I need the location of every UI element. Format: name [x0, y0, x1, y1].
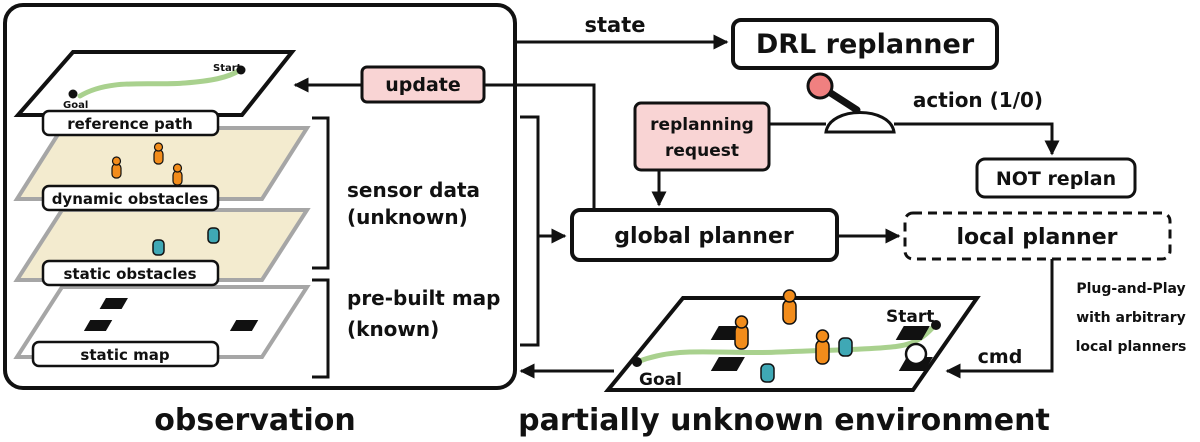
env-static-obstacle-icon [838, 337, 853, 357]
global-planner-label: global planner [614, 224, 794, 249]
path-goal-label: Goal [63, 100, 88, 111]
drl-replanner-node [731, 18, 999, 70]
replanning-request-sub: request [665, 141, 739, 161]
plug-and-play-line1: Plug-and-Play [1076, 281, 1185, 297]
environment-title: partially unknown environment [518, 403, 1050, 438]
joystick-icon [806, 72, 896, 134]
env-dynamic-obstacle-icon [734, 315, 749, 350]
env-dynamic-obstacle-icon [782, 289, 797, 325]
state-label: state [585, 13, 646, 37]
reference-path-label-box [41, 109, 220, 137]
dynamic-obstacle-icon [153, 142, 164, 165]
prebuilt-map-sub: (known) [347, 317, 439, 341]
cmd-arrow [945, 259, 1054, 379]
robot-icon [904, 342, 928, 366]
dynamic-obstacle-icon [111, 156, 122, 179]
env-start-marker [931, 320, 941, 330]
static-map-label-box [31, 340, 220, 368]
local-planner-node [903, 211, 1172, 261]
env-dynamic-obstacle-icon [815, 329, 830, 365]
drl-replanner-label: DRL replanner [756, 29, 975, 60]
sensor-data-sub: (unknown) [347, 205, 468, 229]
dynamic-obstacles-label: dynamic obstacles [52, 190, 209, 208]
update-label: update [385, 74, 461, 96]
env-goal-marker [632, 357, 642, 367]
static-obstacles-label-box [41, 259, 220, 287]
map-block [99, 298, 128, 309]
local-planner-label: local planner [957, 225, 1118, 250]
update-box [360, 65, 486, 104]
map-block [229, 320, 259, 331]
env-start-label: Start [886, 307, 934, 327]
static-map-label: static map [80, 346, 169, 364]
replanning-request-box [633, 101, 771, 172]
prebuilt-map-label: pre-built map [347, 286, 501, 310]
not-replan-node [975, 157, 1137, 199]
plug-and-play-line3: local planners [1076, 339, 1187, 355]
dynamic-obstacle-icon [172, 163, 183, 186]
dynamic-obstacles-label-box [41, 184, 220, 212]
static-obstacle-icon [152, 239, 165, 256]
static-obstacles-label: static obstacles [63, 265, 196, 283]
reference-path-label: reference path [67, 115, 193, 133]
observation-title: observation [154, 403, 355, 438]
path-start-marker [236, 65, 246, 75]
env-map-block [710, 357, 745, 371]
prebuilt-map-brace [312, 278, 330, 379]
dynamic-obstacles-layer [13, 126, 311, 201]
env-static-obstacle-icon [760, 363, 775, 383]
path-start-label: Start [213, 63, 242, 74]
action-arrow [894, 122, 1060, 156]
env-goal-label: Goal [639, 370, 682, 390]
sensor-data-brace [312, 116, 330, 270]
reference-path-line [77, 67, 243, 99]
sensor-data-label: sensor data [347, 178, 480, 202]
env-map-block [895, 326, 930, 340]
map-block [83, 320, 113, 331]
cmd-label: cmd [978, 346, 1023, 368]
static-map-layer [13, 285, 311, 359]
action-label: action (1/0) [913, 88, 1043, 112]
path-goal-marker [68, 89, 78, 99]
replanning-request-label: replanning [650, 115, 754, 135]
not-replan-label: NOT replan [996, 168, 1116, 190]
plug-and-play-line2: with arbitrary [1076, 310, 1186, 326]
observation-bracket [520, 115, 540, 347]
static-obstacle-icon [207, 227, 220, 244]
